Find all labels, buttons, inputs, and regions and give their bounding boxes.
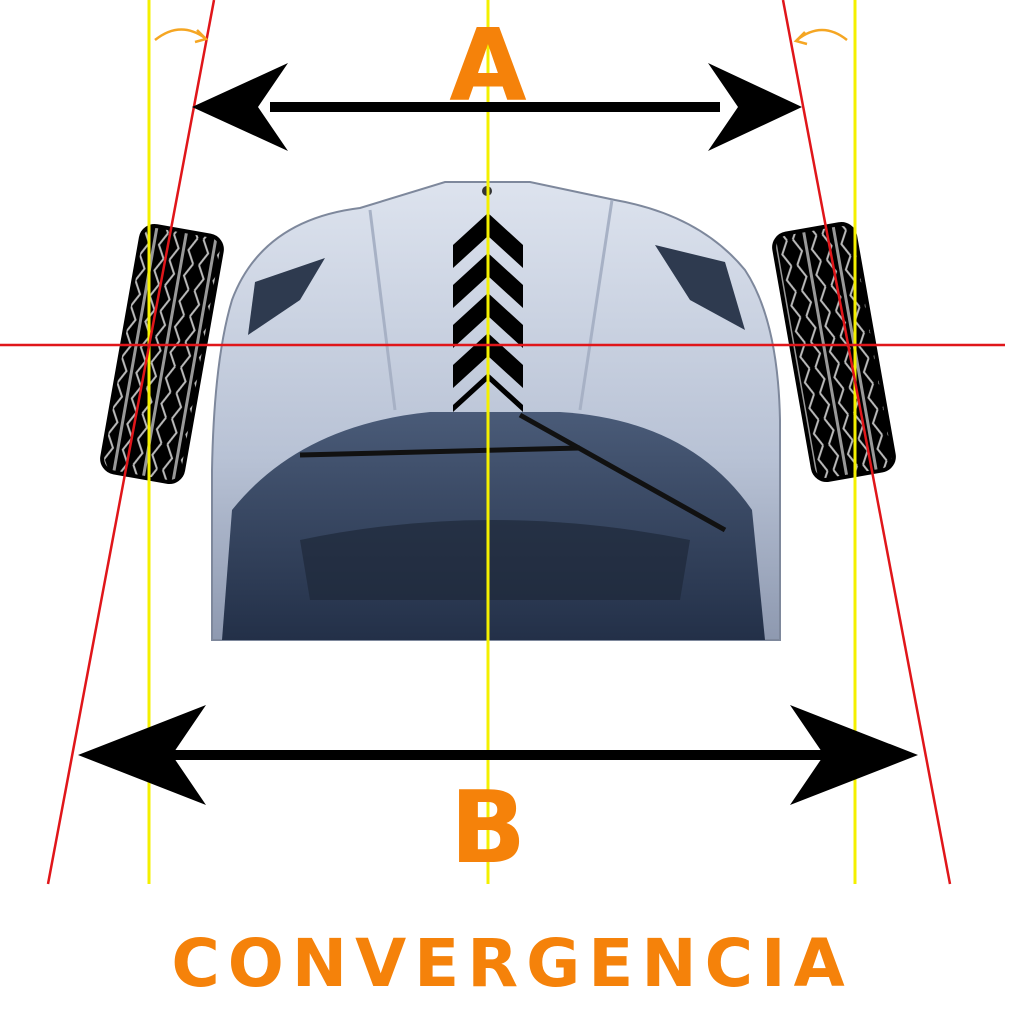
- red-line-right-wheel: [781, 0, 952, 885]
- hood-crease-left: [368, 209, 397, 411]
- arrow-rear-width: [78, 705, 918, 805]
- curved-arrow-icon-left: [154, 28, 209, 44]
- wiper-left: [299, 445, 581, 458]
- diagram-caption: CONVERGENCIA: [171, 925, 853, 1002]
- right-wheel: [772, 221, 896, 483]
- wheel-angle-lines: [0, 0, 1005, 885]
- car-top-view: [211, 181, 781, 641]
- label-front-width: A: [449, 7, 526, 124]
- headlight-right: [655, 245, 745, 330]
- left-wheel: [100, 223, 224, 485]
- dashboard: [300, 520, 690, 600]
- curved-arrow-icon-right: [793, 28, 848, 46]
- arrow-front-width: [192, 63, 802, 151]
- headlight-left: [248, 258, 325, 335]
- red-line-left-wheel: [46, 0, 216, 885]
- label-rear-width: B: [450, 769, 526, 886]
- hood-crease-right: [578, 199, 614, 411]
- wiper-right: [518, 412, 727, 533]
